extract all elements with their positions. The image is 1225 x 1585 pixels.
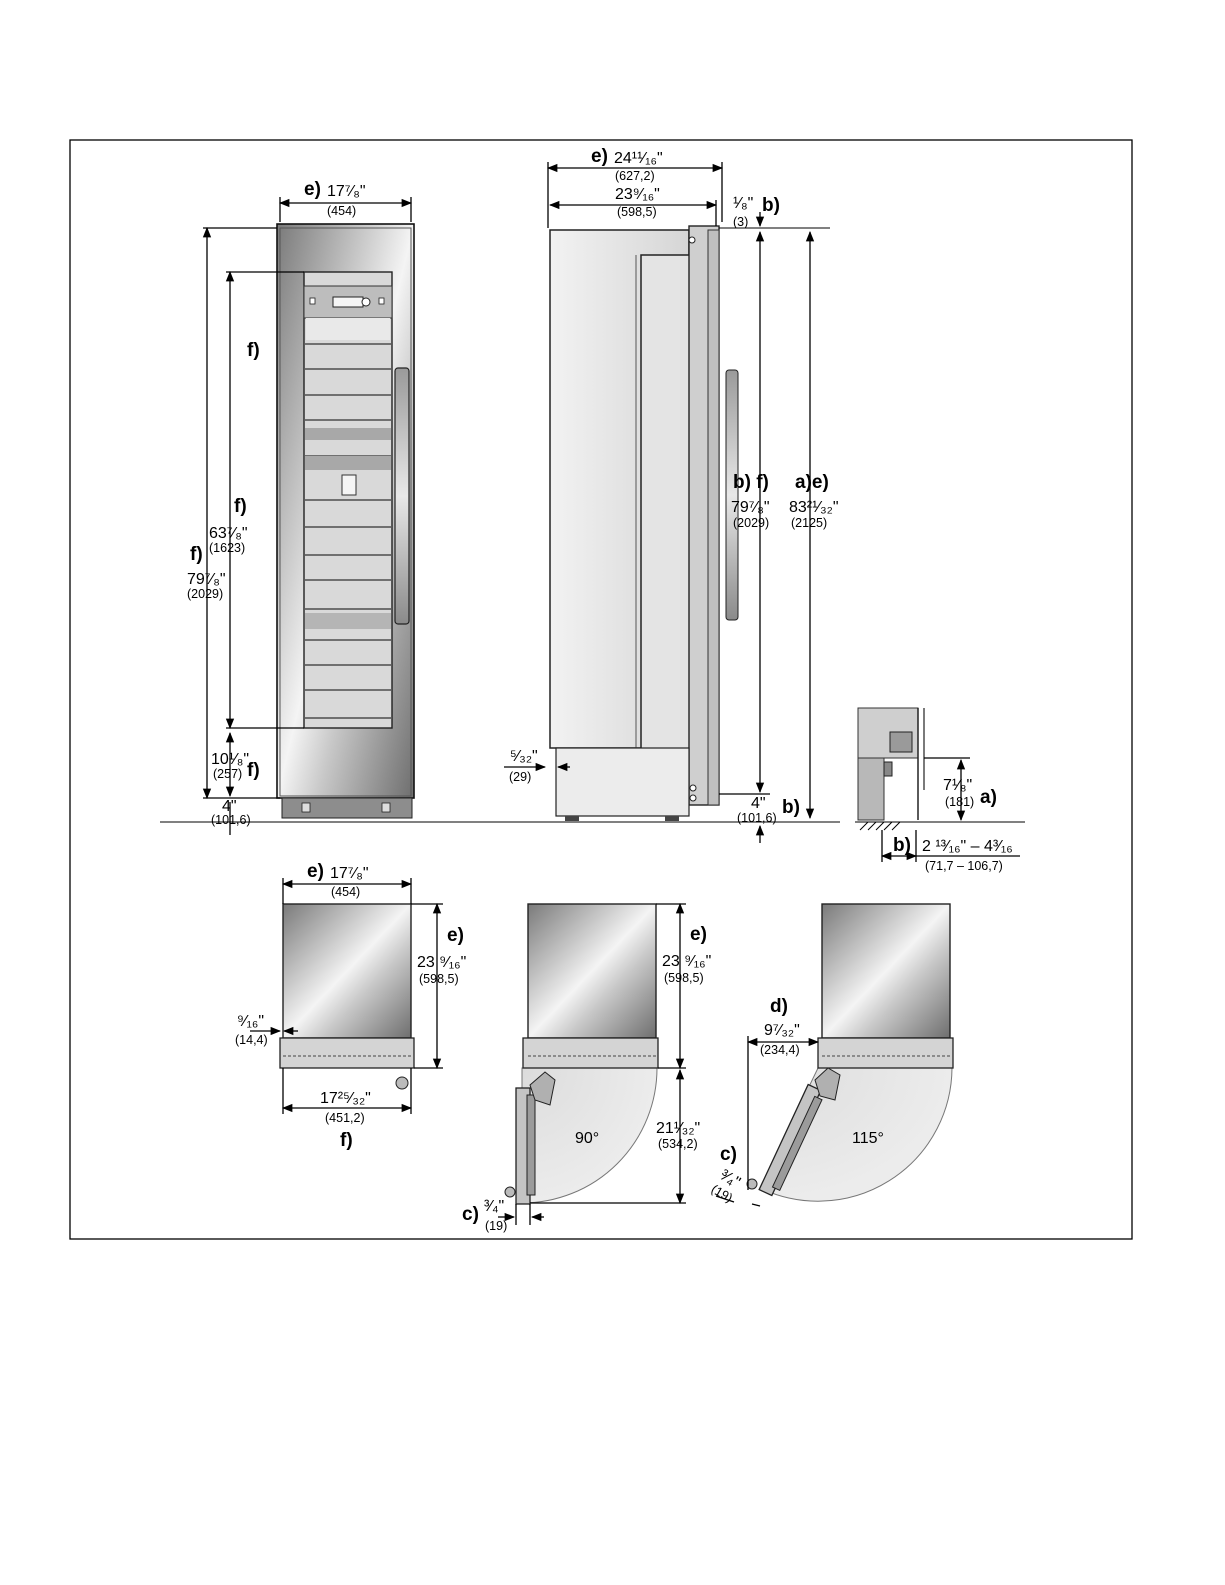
plan1-width-bottom-value: 17²⁵⁄₃₂" [320, 1090, 371, 1107]
front-plinth-mm: (101,6) [211, 813, 251, 827]
side-height-ae-mm: (2125) [791, 516, 827, 530]
front-total-height-tag: f) [190, 544, 203, 565]
front-view [160, 223, 460, 823]
front-total-height-value: 79⁷⁄₈" [187, 571, 226, 588]
side-offset-mm: (29) [509, 770, 531, 784]
plan-view-90 [504, 903, 659, 1205]
side-height-bf-mm: (2029) [733, 516, 769, 530]
plan3-clearance-tag: c) [720, 1144, 737, 1165]
side-height-bf-tag: b) f) [733, 472, 769, 493]
side-height-ae-value: 83²¹⁄₃₂" [789, 499, 839, 516]
plan2-angle: 90° [575, 1130, 599, 1147]
plan1-width-top-mm: (454) [331, 885, 360, 899]
front-width-mm: (454) [327, 204, 356, 218]
side-depth-inner-mm: (598,5) [617, 205, 657, 219]
plan2-clearance-mm: (19) [485, 1219, 507, 1233]
front-door-height-mm: (1623) [209, 541, 245, 555]
front-total-height-mm: (2029) [187, 587, 223, 601]
side-top-gap-mm: (3) [733, 215, 748, 229]
control-knob-icon [361, 297, 371, 307]
plan2-depth-mm: (598,5) [664, 971, 704, 985]
side-depth-outer-tag: e) [591, 146, 608, 167]
plan1-depth-tag: e) [447, 925, 464, 946]
plan2-depth-value: 23 ⁹⁄₁₆" [662, 953, 711, 970]
front-bottom-gap-value: 10¹⁄₈" [211, 751, 249, 768]
door-handle [394, 367, 410, 625]
detail-height-value: 7¹⁄₈" [943, 777, 972, 794]
plan3-offset-tag: d) [770, 996, 788, 1017]
plan2-swing-value: 21¹⁄₃₂" [656, 1120, 700, 1137]
side-top-gap-tag: b) [762, 195, 780, 216]
plan2-swing-mm: (534,2) [658, 1137, 698, 1151]
plan3-angle: 115° [852, 1130, 884, 1147]
front-width-value: 17⁷⁄₈" [327, 183, 366, 200]
plan3-offset-value: 9⁷⁄₃₂" [764, 1022, 800, 1039]
plan2-depth-tag: e) [690, 924, 707, 945]
plan-view-closed [279, 903, 415, 1090]
detail-depth-mm: (71,7 – 106,7) [925, 859, 1003, 873]
detail-depth-value: 2 ¹³⁄₁₆" – 4³⁄₁₆ [922, 838, 1013, 855]
plan1-depth-mm: (598,5) [419, 972, 459, 986]
side-plinth-tag: b) [782, 797, 800, 818]
side-depth-outer-mm: (627,2) [615, 169, 655, 183]
diagram-frame [69, 139, 1133, 1240]
plan1-reveal-mm: (14,4) [235, 1033, 268, 1047]
plan1-width-bottom-tag: f) [340, 1130, 353, 1151]
plan1-width-top-tag: e) [307, 861, 324, 882]
plan3-offset-mm: (234,4) [760, 1043, 800, 1057]
plinth-detail [855, 707, 1025, 831]
front-bottom-gap-tag: f) [247, 760, 260, 781]
detail-height-tag: a) [980, 787, 997, 808]
side-offset-value: ⁵⁄₃₂" [510, 748, 538, 765]
side-height-ae-tag: a)e) [795, 472, 829, 493]
plan2-clearance-tag: c) [462, 1204, 479, 1225]
front-width-tag: e) [304, 179, 321, 200]
plan1-width-top-value: 17⁷⁄₈" [330, 865, 369, 882]
side-view [460, 225, 840, 823]
detail-depth-tag: b) [893, 835, 911, 856]
front-door-height-tag: f) [234, 496, 247, 517]
plan-view-115 [746, 903, 954, 1202]
side-handle [725, 369, 739, 621]
plan1-width-bottom-mm: (451,2) [325, 1111, 365, 1125]
detail-height-mm: (181) [945, 795, 974, 809]
side-plinth-mm: (101,6) [737, 811, 777, 825]
front-door-height-value: 63⁷⁄₈" [209, 525, 248, 542]
side-plinth-value: 4" [751, 795, 766, 812]
front-tag-top: f) [247, 340, 260, 361]
front-bottom-gap-mm: (257) [213, 767, 242, 781]
plan1-reveal-value: ⁹⁄₁₆" [237, 1013, 264, 1030]
plan2-clearance-value: ³⁄₄" [484, 1198, 504, 1215]
side-top-gap-value: ¹⁄₈" [733, 195, 753, 212]
side-depth-outer-value: 24¹¹⁄₁₆" [614, 150, 663, 167]
plan1-depth-value: 23 ⁹⁄₁₆" [417, 954, 466, 971]
side-depth-inner-value: 23⁹⁄₁₆" [615, 186, 660, 203]
front-plinth-value: 4" [222, 798, 237, 815]
side-height-bf-value: 79⁷⁄₈" [731, 499, 770, 516]
